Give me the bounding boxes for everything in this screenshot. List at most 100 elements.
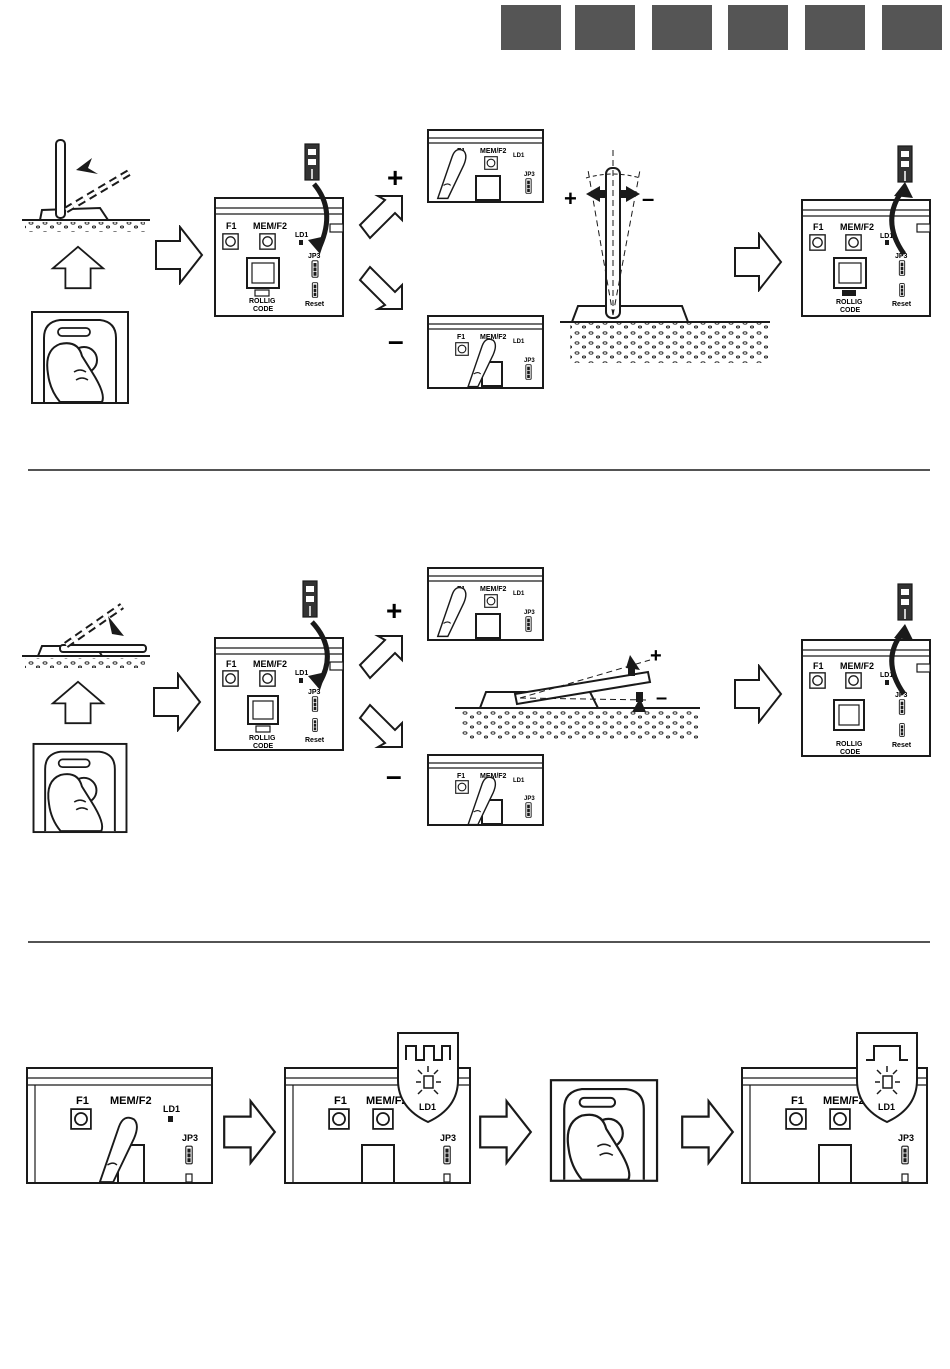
reset-label: Reset	[305, 301, 325, 308]
barrier-horizontal-adjust: + –	[455, 645, 700, 740]
svg-text:Reset: Reset	[305, 737, 325, 744]
svg-text:LD1: LD1	[419, 1102, 436, 1112]
svg-text:+: +	[650, 645, 662, 667]
svg-text:Reset: Reset	[892, 742, 912, 749]
svg-text:MEM/F2: MEM/F2	[840, 222, 874, 232]
svg-text:JP3: JP3	[308, 689, 321, 696]
svg-text:CODE: CODE	[840, 749, 861, 756]
tab-5[interactable]	[805, 5, 865, 50]
svg-text:LD1: LD1	[163, 1104, 180, 1114]
plus-sign: +	[387, 162, 403, 193]
section-horizontal-adjust: F1 MEM/F2 LD1 JP3 ROLLIG CODE Reset + –	[22, 568, 930, 832]
code-label: CODE	[253, 306, 274, 313]
remote-control-icon[interactable]	[551, 1080, 657, 1181]
arrow-right-icon	[156, 227, 202, 283]
arrow-down-right-icon	[360, 705, 402, 747]
plug-icon[interactable]	[898, 584, 912, 620]
svg-text:F1: F1	[813, 222, 824, 232]
arrow-right-icon	[224, 1101, 275, 1163]
arrow-right-icon	[735, 666, 781, 722]
barrier-arm-icon	[22, 606, 150, 668]
mem-label: MEM/F2	[253, 221, 287, 231]
svg-text:F1: F1	[457, 334, 465, 341]
svg-text:LD1: LD1	[295, 670, 308, 677]
tab-4[interactable]	[728, 5, 788, 50]
tab-1[interactable]	[501, 5, 561, 50]
arrow-right-icon	[682, 1101, 733, 1163]
svg-text:F1: F1	[226, 659, 237, 669]
tab-2[interactable]	[575, 5, 635, 50]
svg-text:–: –	[656, 687, 667, 709]
jp3-label: JP3	[308, 253, 321, 260]
control-board: F1 MEM/F2 LD1 JP3 ROLLIG CODE Reset	[215, 581, 343, 750]
remote-control-icon[interactable]	[32, 312, 128, 403]
plug-icon[interactable]	[305, 144, 319, 180]
rollig-label: ROLLIG	[249, 298, 276, 305]
svg-text:LD1: LD1	[513, 153, 525, 159]
arrow-right-icon	[154, 674, 200, 730]
f1-button[interactable]	[223, 234, 238, 249]
svg-text:F1: F1	[813, 661, 824, 671]
svg-text:F1: F1	[334, 1095, 347, 1107]
svg-text:CODE: CODE	[840, 307, 861, 314]
led-icon	[299, 240, 303, 245]
svg-text:MEM/F2: MEM/F2	[480, 586, 507, 593]
arrow-up-right-icon	[360, 636, 402, 678]
tab-3[interactable]	[652, 5, 712, 50]
mem-button[interactable]	[485, 157, 498, 170]
arrow-up-icon	[53, 247, 103, 288]
svg-text:MEM/F2: MEM/F2	[823, 1095, 865, 1107]
svg-text:MEM/F2: MEM/F2	[480, 148, 507, 155]
ld1-label: LD1	[295, 232, 308, 239]
svg-text:JP3: JP3	[524, 172, 535, 178]
svg-text:F1: F1	[791, 1095, 804, 1107]
board-press-f1: F1 MEM/F2 LD1 JP3	[428, 130, 543, 202]
svg-text:MEM/F2: MEM/F2	[840, 661, 874, 671]
svg-text:CODE: CODE	[253, 743, 274, 750]
plus-sign: +	[564, 186, 577, 211]
arrow-up-icon	[53, 682, 103, 723]
minus-sign: –	[388, 325, 404, 356]
reset-jumper-icon[interactable]	[312, 283, 317, 298]
header-tabs	[501, 5, 942, 50]
board-press-mem: F1 MEM/F2 LD1 JP3	[428, 316, 543, 388]
arrow-up-right-icon	[360, 196, 402, 238]
f1-button[interactable]	[71, 1109, 91, 1129]
minus-sign: –	[642, 186, 654, 211]
svg-text:JP3: JP3	[524, 358, 535, 364]
plug-icon[interactable]	[898, 146, 912, 182]
barrier-arm-icon	[22, 140, 150, 232]
tab-6[interactable]	[882, 5, 942, 50]
board-press-mem: F1 MEM/F2 LD1 JP3	[428, 755, 543, 825]
svg-text:+: +	[386, 595, 402, 626]
board-press-f1: F1 MEM/F2 LD1 JP3	[428, 568, 543, 640]
jumper-icon[interactable]	[312, 261, 318, 278]
remote-control-icon[interactable]	[34, 744, 127, 832]
arrow-right-icon	[735, 234, 781, 290]
f1-button[interactable]	[456, 343, 469, 356]
svg-text:F1: F1	[76, 1095, 89, 1107]
svg-text:MEM/F2: MEM/F2	[110, 1095, 152, 1107]
mem-button[interactable]	[260, 234, 275, 249]
section-remote-memorize: F1 MEM/F2 LD1 JP3 F1 MEM/F2 JP3	[27, 1033, 927, 1183]
svg-text:JP3: JP3	[898, 1133, 914, 1143]
section-vertical-adjust: F1 MEM/F2 LD1 JP3 ROLLIG CODE Reset + –	[22, 130, 930, 403]
svg-text:MEM/F2: MEM/F2	[253, 659, 287, 669]
svg-text:LD1: LD1	[513, 339, 525, 345]
svg-text:JP3: JP3	[182, 1133, 198, 1143]
svg-text:–: –	[386, 760, 402, 791]
control-board-result: F1 MEM/F2 LD1 JP3 ROLLIG CODE Reset	[802, 584, 930, 756]
svg-text:LD1: LD1	[513, 591, 525, 597]
board-press-mem: F1 MEM/F2 LD1 JP3	[27, 1068, 212, 1183]
svg-text:JP3: JP3	[524, 610, 535, 616]
svg-text:F1: F1	[457, 773, 465, 780]
svg-text:ROLLIG: ROLLIG	[836, 299, 863, 306]
svg-text:ROLLIG: ROLLIG	[836, 741, 863, 748]
plug-icon[interactable]	[303, 581, 317, 617]
svg-text:ROLLIG: ROLLIG	[249, 735, 276, 742]
f1-label: F1	[226, 221, 237, 231]
svg-text:JP3: JP3	[524, 796, 535, 802]
board-led-blink: F1 MEM/F2 JP3 LD1	[285, 1033, 470, 1183]
board-led-confirm: F1 MEM/F2 JP3 LD1	[742, 1033, 927, 1183]
